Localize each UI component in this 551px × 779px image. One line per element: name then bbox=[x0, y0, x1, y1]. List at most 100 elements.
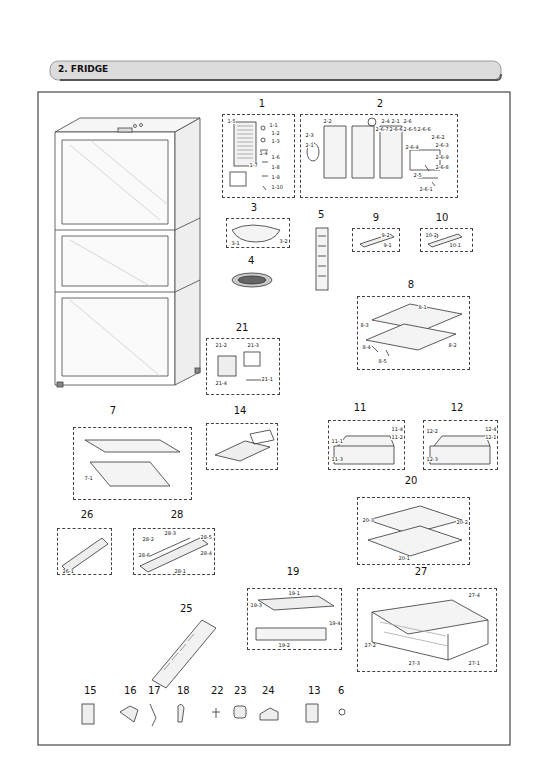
sub-part-number: 10-2 bbox=[425, 233, 437, 238]
sub-part-number: 28-6 bbox=[138, 553, 150, 558]
sub-part-number: 1-1 bbox=[269, 123, 278, 128]
part-group-box: 1010-210-1 bbox=[420, 228, 473, 252]
sub-part-number: 27-4 bbox=[468, 593, 480, 598]
sub-part-number: 20-3 bbox=[362, 518, 374, 523]
callout-number: 28 bbox=[171, 510, 184, 520]
callout-number: 19 bbox=[287, 567, 300, 577]
sub-part-number: 2-6 bbox=[403, 119, 412, 124]
sub-part-number: 11-2 bbox=[391, 435, 403, 440]
sub-part-number: 12-1 bbox=[485, 435, 497, 440]
part-group-box: 2020-320-220-1 bbox=[357, 497, 470, 565]
part-group-box: 14 bbox=[206, 423, 278, 470]
sub-part-number: 19-4 bbox=[329, 621, 341, 626]
sub-part-number: 2-6-8 bbox=[435, 165, 449, 170]
callout-number: 8 bbox=[408, 280, 414, 290]
sub-part-number: 2-1 bbox=[305, 143, 314, 148]
callout-number: 11 bbox=[354, 403, 367, 413]
part-group-box: 1111-111-411-211-3 bbox=[328, 420, 405, 470]
sub-part-number: 1-6 bbox=[271, 155, 280, 160]
part-group-box: 1212-212-412-112-3 bbox=[423, 420, 498, 470]
sub-part-number: 27-2 bbox=[364, 643, 376, 648]
sub-part-number: 1-7 bbox=[249, 163, 258, 168]
sub-part-number: 11-1 bbox=[331, 439, 343, 444]
callout-number: 26 bbox=[81, 510, 94, 520]
sub-part-number: 2-6-9 bbox=[435, 155, 449, 160]
sub-part-number: 28-1 bbox=[174, 569, 186, 574]
sub-part-number: 8-5 bbox=[378, 359, 387, 364]
callout-number: 6 bbox=[338, 686, 344, 696]
callout-number: 25 bbox=[180, 604, 193, 614]
part-group-box: 2727-427-227-327-1 bbox=[357, 588, 497, 672]
sub-part-number: 7-1 bbox=[84, 476, 93, 481]
sub-part-number: 2-6-5 bbox=[403, 127, 417, 132]
part-group-box: 11-51-11-21-31-41-61-71-81-91-10 bbox=[222, 114, 295, 198]
sub-part-number: 1-2 bbox=[271, 131, 280, 136]
sub-part-number: 1-5 bbox=[227, 119, 236, 124]
sub-part-number: 1-9 bbox=[271, 175, 280, 180]
sub-part-number: 2-6-3 bbox=[435, 143, 449, 148]
sub-part-number: 2-1 bbox=[391, 119, 400, 124]
sub-part-number: 19-1 bbox=[288, 591, 300, 596]
sub-part-number: 9-1 bbox=[383, 243, 392, 248]
callout-number: 4 bbox=[248, 256, 254, 266]
callout-number: 2 bbox=[377, 99, 383, 109]
part-group-box: 2626-1 bbox=[57, 528, 112, 575]
part-group-box: 77-1 bbox=[73, 427, 192, 500]
sub-part-number: 19-2 bbox=[278, 643, 290, 648]
sub-part-number: 1-4 bbox=[259, 151, 268, 156]
sub-part-number: 28-2 bbox=[142, 537, 154, 542]
sub-part-number: 11-4 bbox=[391, 427, 403, 432]
part-group-box: 88-18-38-48-58-2 bbox=[357, 296, 470, 370]
sub-part-number: 2-4 bbox=[381, 119, 390, 124]
sub-part-number: 12-4 bbox=[485, 427, 497, 432]
sub-part-number: 20-2 bbox=[456, 520, 468, 525]
page-title: 2. FRIDGE bbox=[58, 65, 108, 74]
sub-part-number: 3-2 bbox=[279, 239, 288, 244]
callout-number: 14 bbox=[234, 406, 247, 416]
sub-part-number: 3-1 bbox=[231, 241, 240, 246]
sub-part-number: 28-3 bbox=[164, 531, 176, 536]
sub-part-number: 1-10 bbox=[271, 185, 283, 190]
callout-number: 13 bbox=[308, 686, 321, 696]
sub-part-number: 21-2 bbox=[215, 343, 227, 348]
sub-part-number: 11-3 bbox=[331, 457, 343, 462]
sub-part-number: 2-6-6 bbox=[417, 127, 431, 132]
callout-number: 17 bbox=[148, 686, 161, 696]
part-group-box: 22-12-22-32-42-12-62-6-72-6-62-6-52-6-62… bbox=[300, 114, 458, 198]
callout-number: 18 bbox=[177, 686, 190, 696]
sub-part-number: 2-6-2 bbox=[431, 135, 445, 140]
callout-number: 27 bbox=[415, 567, 428, 577]
callout-number: 20 bbox=[405, 476, 418, 486]
sub-part-number: 12-3 bbox=[426, 457, 438, 462]
sub-part-number: 28-5 bbox=[200, 535, 212, 540]
sub-part-number: 21-4 bbox=[215, 381, 227, 386]
callout-number: 12 bbox=[451, 403, 464, 413]
callout-number: 5 bbox=[318, 210, 324, 220]
callout-number: 21 bbox=[236, 323, 249, 333]
sub-part-number: 2-6-1 bbox=[419, 187, 433, 192]
callout-number: 23 bbox=[234, 686, 247, 696]
sub-part-number: 2-2 bbox=[323, 119, 332, 124]
sub-part-number: 28-4 bbox=[200, 551, 212, 556]
sub-part-number: 12-2 bbox=[426, 429, 438, 434]
sub-part-number: 26-1 bbox=[62, 569, 74, 574]
callout-number: 3 bbox=[251, 203, 257, 213]
part-group-box: 99-19-2 bbox=[352, 228, 400, 252]
sub-part-number: 2-6-4 bbox=[405, 145, 419, 150]
callout-number: 7 bbox=[110, 406, 116, 416]
sub-part-number: 1-8 bbox=[271, 165, 280, 170]
sub-part-number: 2-6-6 bbox=[389, 127, 403, 132]
sub-part-number: 10-1 bbox=[449, 243, 461, 248]
part-group-box: 2121-221-321-421-1 bbox=[206, 338, 280, 395]
sub-part-number: 21-1 bbox=[261, 377, 273, 382]
callout-number: 16 bbox=[124, 686, 137, 696]
sub-part-number: 2-5 bbox=[413, 173, 422, 178]
sub-part-number: 2-3 bbox=[305, 133, 314, 138]
callout-number: 24 bbox=[262, 686, 275, 696]
sub-part-number: 19-3 bbox=[250, 603, 262, 608]
callout-number: 1 bbox=[259, 99, 265, 109]
sub-part-number: 8-1 bbox=[418, 305, 427, 310]
callout-number: 9 bbox=[373, 213, 379, 223]
sub-part-number: 20-1 bbox=[398, 556, 410, 561]
sub-part-number: 1-3 bbox=[271, 139, 280, 144]
